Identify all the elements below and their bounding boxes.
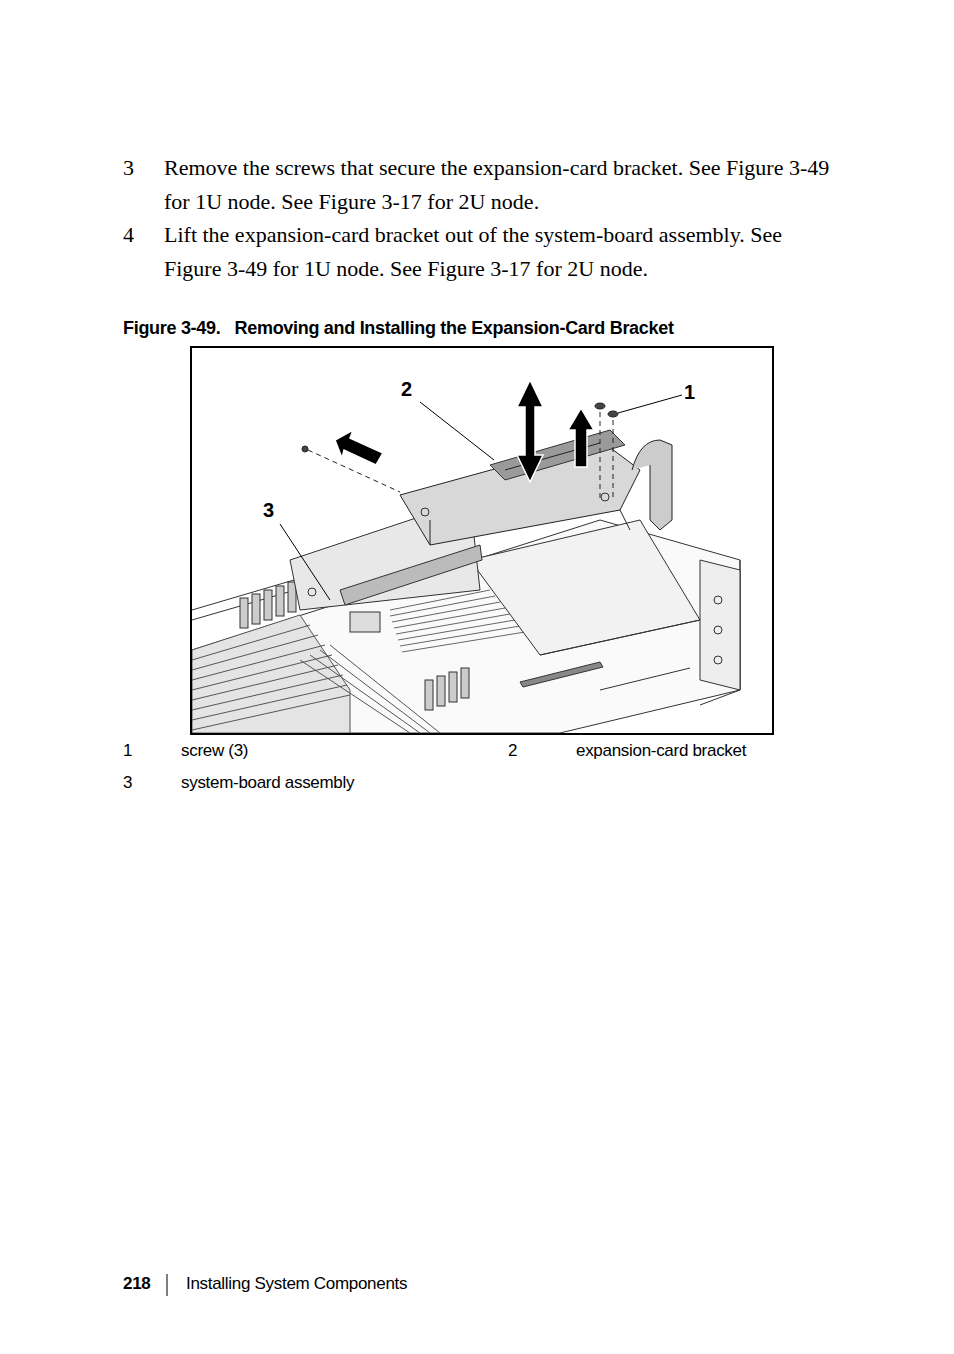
figure-title: Figure 3-49. Removing and Installing the…: [123, 318, 674, 339]
step-text: Lift the expansion-card bracket out of t…: [164, 218, 832, 286]
callout-number: 1: [684, 381, 695, 404]
legend-part: screw (3): [181, 741, 248, 761]
page-number: 218: [123, 1274, 150, 1294]
legend-part: system-board assembly: [181, 773, 354, 793]
section-name: Installing System Components: [186, 1274, 407, 1294]
legend-number: 3: [123, 773, 132, 793]
step-number: 3: [123, 151, 134, 185]
legend-part: expansion-card bracket: [576, 741, 746, 761]
legend-number: 2: [508, 741, 517, 761]
server-node-drawing: [192, 380, 740, 733]
callout-number: 2: [401, 378, 412, 401]
callout-number: 3: [263, 499, 274, 522]
step-number: 4: [123, 218, 134, 252]
footer-separator: [167, 1274, 168, 1296]
figure-frame: [191, 347, 773, 734]
legend-number: 1: [123, 741, 132, 761]
step-text: Remove the screws that secure the expans…: [164, 151, 832, 219]
